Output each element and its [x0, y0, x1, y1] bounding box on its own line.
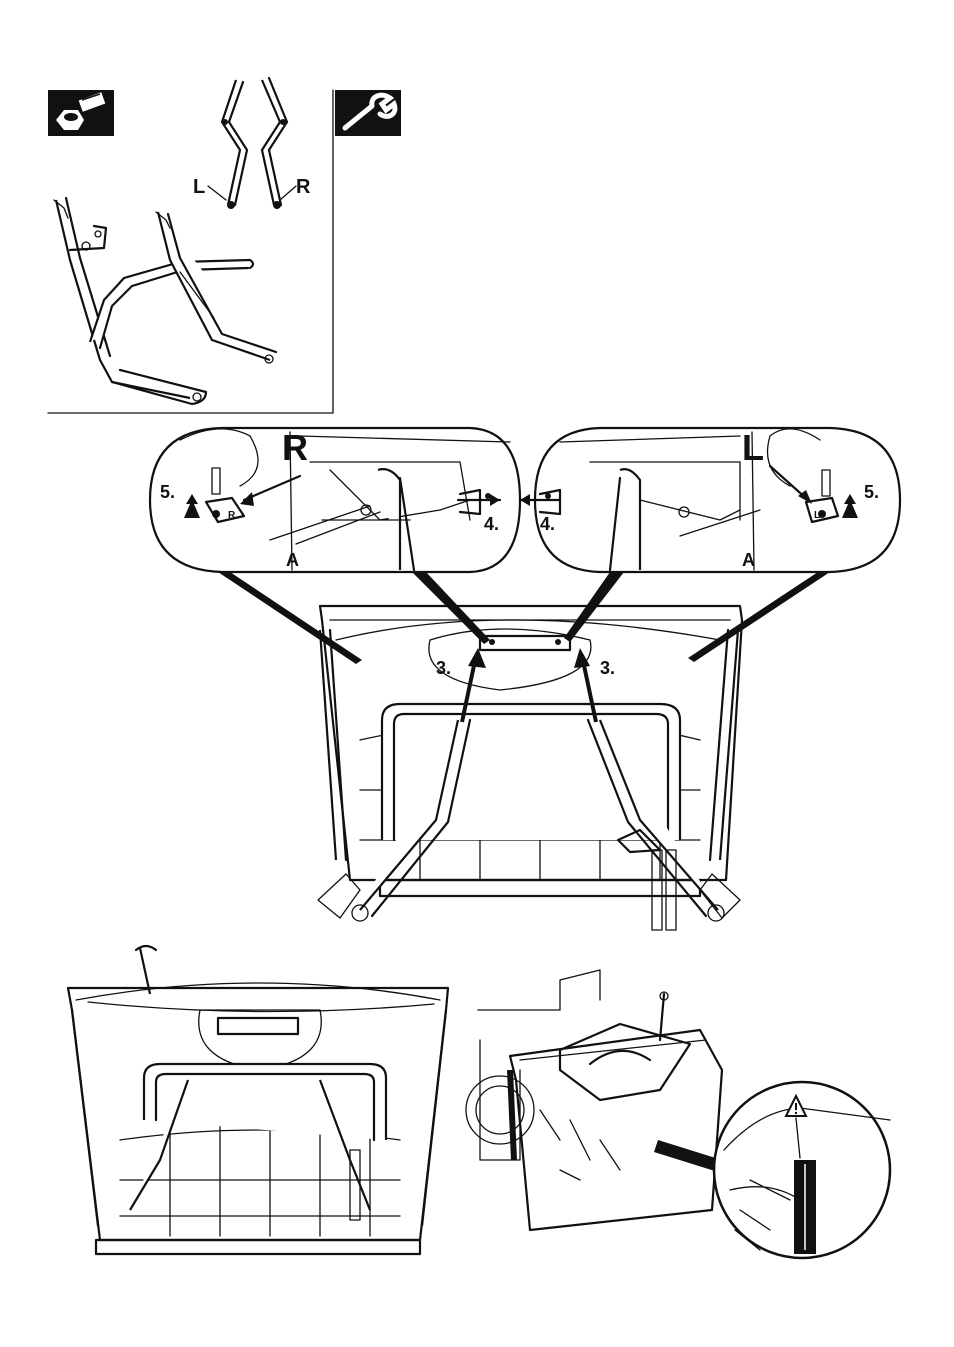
detail-left-side: L 5. A 4. L: [520, 427, 900, 572]
step-5-label-l: 5.: [864, 482, 879, 502]
step-3-label-left: 3.: [436, 658, 451, 678]
callout-wedge: [688, 572, 830, 662]
magnifier-detail: [714, 1082, 890, 1258]
left-bar-label: L: [193, 176, 205, 198]
part-a-label-l: A: [742, 550, 755, 570]
step-4-label-r: 4.: [484, 514, 499, 534]
step-3-label-right: 3.: [600, 658, 615, 678]
left-handle-bar: [222, 80, 247, 209]
wrench-icon: [335, 90, 401, 136]
tab-mark-r: R: [228, 510, 236, 521]
handle-frame-drawing: [54, 198, 276, 404]
assembled-bag-view: [68, 946, 448, 1254]
callout-wedge: [412, 572, 490, 644]
detail-right-side: R 5. A 4. R: [150, 427, 520, 572]
right-handle-bar: [262, 78, 287, 209]
right-bar-label: R: [296, 176, 311, 198]
side-letter-l: L: [742, 427, 764, 468]
grass-bag-main-view: 3. 3.: [318, 606, 742, 930]
callout-wedge: [218, 572, 362, 664]
mounted-bag-view: [466, 970, 890, 1258]
callout-wedge: [654, 1140, 722, 1172]
part-a-label-r: A: [286, 550, 299, 570]
step-4-label-l: 4.: [540, 514, 555, 534]
nut-and-bolt-icon: [48, 90, 114, 136]
side-letter-r: R: [282, 427, 308, 468]
tab-mark-l: L: [814, 510, 820, 521]
step-5-label-r: 5.: [160, 482, 175, 502]
parts-panel: L R: [48, 78, 401, 413]
